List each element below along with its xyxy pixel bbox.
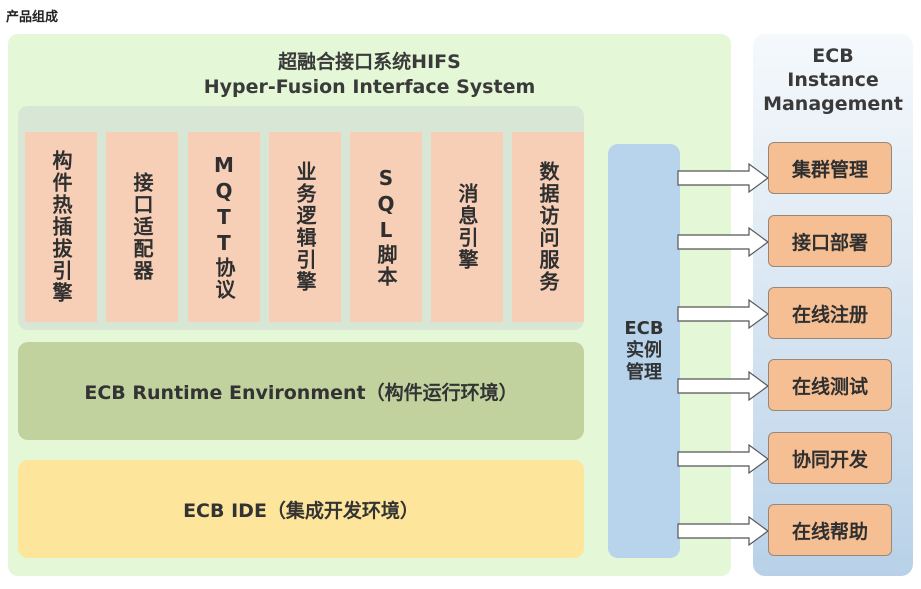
mgmt-item-label: 在线测试 bbox=[791, 375, 868, 398]
page-label: 产品组成 bbox=[6, 10, 59, 25]
mgmt-item-online-testing: 在线测试 bbox=[768, 359, 892, 411]
arrow-right-icon bbox=[677, 227, 769, 257]
arrow-right-icon bbox=[677, 516, 769, 546]
mgmt-item-label: 集群管理 bbox=[791, 158, 868, 181]
ide-bar: ECB IDE（集成开发环境） bbox=[18, 460, 584, 558]
mgmt-item-online-help: 在线帮助 bbox=[768, 504, 892, 556]
module-label: 接口适配器 bbox=[130, 172, 154, 282]
module-data-access-service: 数据访问服务 bbox=[512, 132, 584, 322]
mgmt-item-label: 在线帮助 bbox=[791, 520, 868, 543]
runtime-environment-bar: ECB Runtime Environment（构件运行环境） bbox=[18, 342, 584, 440]
arrow-right-icon bbox=[677, 163, 769, 193]
arrow-right-icon bbox=[677, 371, 769, 401]
module-label: SQL脚本 bbox=[374, 166, 398, 288]
mgmt-item-label: 协同开发 bbox=[791, 448, 868, 471]
mgmt-item-online-registration: 在线注册 bbox=[768, 287, 892, 339]
hifs-title: 超融合接口系统HIFS Hyper-Fusion Interface Syste… bbox=[8, 50, 731, 100]
mgmt-item-label: 接口部署 bbox=[791, 231, 868, 254]
module-label: MQTT协议 bbox=[212, 153, 236, 301]
module-label: 消息引擎 bbox=[455, 183, 479, 271]
mgmt-item-label: 在线注册 bbox=[791, 303, 868, 326]
arrow-right-icon bbox=[677, 299, 769, 329]
ecb-column-label: ECB 实例 管理 bbox=[624, 318, 664, 383]
module-label: 数据访问服务 bbox=[536, 161, 560, 293]
mgmt-item-interface-deployment: 接口部署 bbox=[768, 215, 892, 267]
module-label: 业务逻辑引擎 bbox=[293, 161, 317, 293]
module-mqtt-protocol: MQTT协议 bbox=[188, 132, 260, 322]
module-hot-plug-engine: 构件热插拔引擎 bbox=[25, 132, 97, 322]
management-title: ECB Instance Management bbox=[763, 45, 903, 115]
ide-label: ECB IDE（集成开发环境） bbox=[183, 499, 419, 522]
module-sql-script: SQL脚本 bbox=[350, 132, 422, 322]
module-message-engine: 消息引擎 bbox=[431, 132, 503, 322]
runtime-environment-label: ECB Runtime Environment（构件运行环境） bbox=[84, 381, 518, 404]
mgmt-item-cluster-management: 集群管理 bbox=[768, 142, 892, 194]
hifs-title-en: Hyper-Fusion Interface System bbox=[203, 76, 536, 98]
module-label: 构件热插拔引擎 bbox=[49, 150, 73, 304]
hifs-title-cn: 超融合接口系统HIFS bbox=[278, 51, 461, 73]
ecb-instance-management-column: ECB 实例 管理 bbox=[608, 144, 680, 558]
module-interface-adapter: 接口适配器 bbox=[106, 132, 178, 322]
mgmt-item-collaborative-development: 协同开发 bbox=[768, 432, 892, 484]
arrow-right-icon bbox=[677, 444, 769, 474]
module-business-logic-engine: 业务逻辑引擎 bbox=[269, 132, 341, 322]
